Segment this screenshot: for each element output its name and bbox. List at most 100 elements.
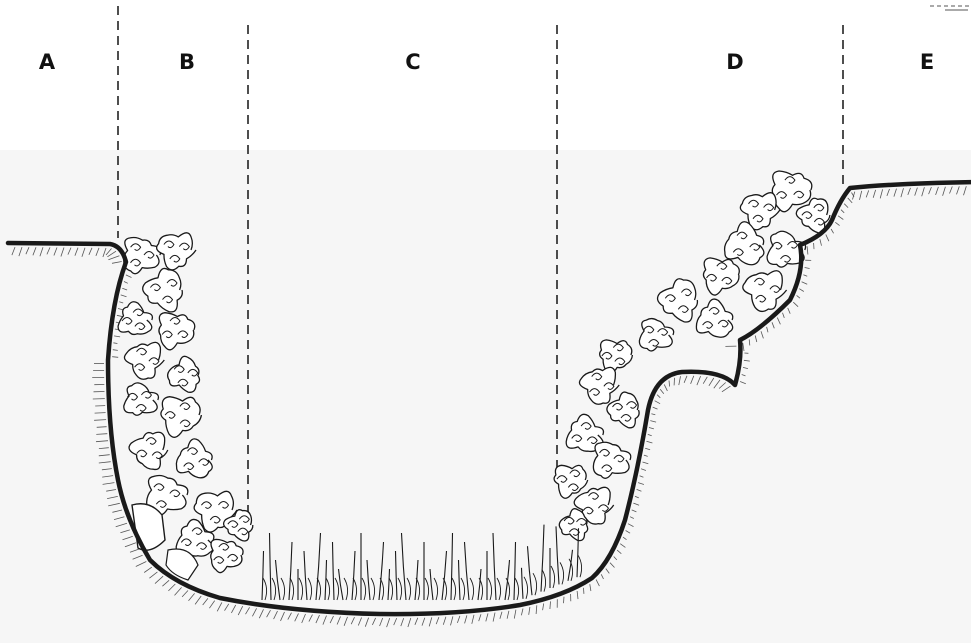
shrub-clump (176, 439, 212, 478)
soil-hatch-mark (848, 198, 853, 203)
soil-hatch-mark (408, 618, 411, 627)
soil-hatch-mark (121, 295, 127, 297)
soil-hatch-mark (203, 598, 208, 605)
soil-hatch-mark (908, 188, 911, 195)
soil-hatch-mark (644, 455, 648, 456)
grass-blade (434, 578, 438, 600)
soil-hatch-mark (964, 186, 967, 195)
reed-stem (465, 542, 470, 600)
soil-hatch-mark (429, 617, 432, 626)
soil-hatch-mark (826, 235, 829, 242)
soil-hatch-mark (189, 593, 195, 600)
soil-hatch-mark (793, 302, 798, 307)
soil-hatch-mark (123, 536, 133, 540)
reed-stem (459, 560, 461, 600)
soil-hatch-mark (116, 523, 127, 527)
grass-blade (515, 578, 519, 600)
soil-hatch-mark (108, 256, 119, 260)
reed-stem (402, 533, 407, 600)
soil-hatch-mark (12, 247, 15, 255)
soil-hatch-mark (19, 247, 22, 256)
grass-blade (263, 578, 267, 600)
reed-stem (339, 569, 344, 600)
soil-hatch-mark (387, 618, 390, 627)
soil-hatch-mark (641, 469, 646, 471)
soil-hatch-mark (246, 607, 250, 614)
soil-hatch-mark (894, 189, 897, 197)
soil-hatch-mark (358, 618, 361, 626)
grass-blade (461, 578, 465, 600)
soil-hatch-mark (295, 613, 299, 621)
grass-blade (344, 578, 348, 600)
soil-hatch-mark (75, 248, 78, 256)
soil-hatch-mark (564, 597, 565, 604)
soil-hatch-mark (744, 360, 750, 361)
soil-hatch-mark (112, 262, 122, 264)
shrub-clump (118, 302, 152, 335)
soil-hatch-mark (901, 188, 904, 197)
soil-hatch-mark (719, 383, 726, 389)
soil-hatch-mark (777, 318, 780, 325)
shrub-clump (743, 271, 787, 312)
reed-stem (316, 533, 321, 600)
soil-hatch-mark (122, 288, 127, 290)
grass-blade (488, 578, 492, 600)
soil-hatch-mark (645, 448, 650, 450)
grass-blade (335, 578, 339, 600)
zone-dividers (118, 6, 843, 520)
soil-hatch-mark (606, 569, 610, 574)
shrub-clump (607, 392, 639, 428)
soil-hatch-mark (772, 322, 774, 328)
soil-hatch-mark (740, 382, 746, 384)
soil-hatch-mark (799, 289, 804, 292)
soil-hatch-mark (162, 580, 169, 586)
soil-hatch-mark (577, 591, 578, 599)
soil-hatch-mark (743, 367, 748, 368)
soil-hatch-mark (820, 239, 822, 246)
soil-hatch-mark (472, 615, 474, 624)
soil-hatch-mark (175, 587, 182, 595)
soil-hatch-mark (113, 350, 118, 351)
soil-hatch-mark (106, 490, 116, 492)
corner-mark (930, 6, 970, 10)
soil-hatch-mark (550, 601, 551, 609)
soil-hatch-mark (323, 616, 327, 625)
soil-hatch-mark (514, 610, 516, 619)
shrub-growth-right-bank (554, 171, 830, 541)
soil-hatch-mark (838, 216, 843, 220)
soil-hatch-mark (915, 188, 918, 196)
soil-hatch-mark (82, 248, 85, 257)
soil-hatch-mark (722, 386, 731, 392)
soil-hatch-mark (835, 222, 839, 225)
soil-hatch-mark (47, 247, 50, 254)
shrub-clump (703, 258, 739, 295)
grass-blade (497, 578, 501, 600)
soil-hatch-mark (281, 612, 285, 621)
soil-hatch-mark (372, 618, 375, 625)
soil-hatch-mark (365, 618, 368, 627)
soil-hatch-mark (709, 378, 714, 386)
soil-hatch-mark (657, 395, 660, 398)
grass-blade (560, 562, 564, 584)
soil-hatch-mark (536, 605, 537, 614)
soil-hatch-mark (112, 510, 122, 512)
reed-stem (442, 551, 447, 600)
soil-hatch-mark (630, 517, 634, 519)
reed-stem (522, 568, 524, 599)
soil-hatch-mark (635, 496, 639, 498)
soil-hatch-mark (653, 407, 658, 409)
soil-hatch-mark (144, 567, 152, 572)
soil-hatch-mark (217, 602, 222, 611)
soil-hatch-mark (697, 376, 701, 385)
soil-hatch-mark (610, 563, 615, 568)
reed-stem (388, 569, 390, 600)
reed-stem (528, 546, 533, 595)
soil-hatch-mark (860, 191, 862, 200)
soil-hatch-mark (259, 609, 263, 618)
soil-hatch-mark (99, 455, 110, 456)
soil-hatch-mark (120, 530, 129, 533)
soil-hatch-mark (415, 618, 418, 625)
soil-hatch-mark (590, 584, 591, 591)
soil-hatch-mark (436, 617, 439, 624)
